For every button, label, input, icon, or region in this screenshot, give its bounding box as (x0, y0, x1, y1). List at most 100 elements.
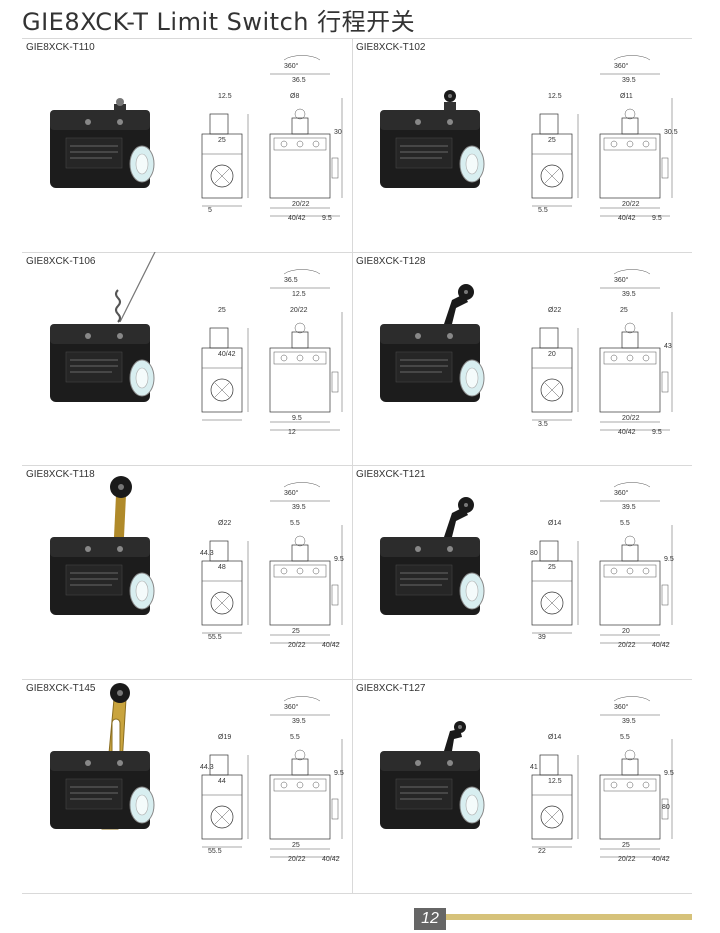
dimension-label: 12.5 (548, 93, 562, 100)
dimension-label: 25 (622, 842, 630, 849)
dimension-label: 40/42 (652, 856, 670, 863)
switch-photo (50, 252, 156, 402)
model-label: GIE8XCK-T102 (356, 42, 426, 53)
model-label: GIE8XCK-T110 (26, 42, 95, 53)
dimension-label: 39.5 (292, 504, 306, 511)
dimension-label: 20/22 (292, 201, 310, 208)
dimension-label: 360° (284, 489, 299, 497)
side-view-drawing (201, 540, 249, 634)
dimension-label: 55.5 (208, 848, 222, 855)
model-label: GIE8XCK-T106 (26, 256, 96, 267)
dimension-label: 39.5 (292, 718, 306, 725)
dimension-label: 40/42 (288, 215, 306, 222)
grid-line (22, 679, 692, 680)
dimension-label: 360° (614, 62, 629, 70)
dimension-label: 25 (548, 137, 556, 144)
dimension-label: 25 (620, 307, 628, 314)
dimension-label: 36.5 (284, 277, 298, 284)
grid-line (22, 465, 692, 466)
grid-line (22, 893, 692, 894)
dimension-label: 12.5 (548, 778, 562, 785)
dimension-label: 20 (548, 351, 556, 358)
dimension-label: 39.5 (622, 291, 636, 298)
dimension-label: Ø8 (290, 93, 299, 100)
dimension-label: 360° (614, 276, 629, 284)
front-view-drawing (269, 696, 343, 858)
model-label: GIE8XCK-T127 (356, 683, 426, 694)
dimension-label: 30.5 (664, 129, 678, 136)
grid-line (22, 252, 692, 253)
dimension-label: 5.5 (290, 520, 300, 527)
dimension-label: 5.5 (620, 734, 630, 741)
dimension-label: 360° (284, 703, 299, 711)
switch-photo (380, 497, 485, 615)
dimension-label: 5.5 (538, 207, 548, 214)
page-title: GIE8XCK-T Limit Switch 行程开关 (22, 8, 416, 36)
dimension-label: 20/22 (618, 856, 636, 863)
dimension-label: 360° (284, 62, 299, 70)
front-view-drawing (599, 482, 673, 644)
front-view-drawing (269, 269, 343, 431)
dimension-label: 9.5 (652, 429, 662, 436)
switch-photo (50, 476, 155, 615)
dimension-label: Ø22 (218, 520, 231, 527)
dimension-label: 80 (530, 550, 538, 557)
dimension-label: 360° (614, 703, 629, 711)
dimension-label: 9.5 (334, 770, 344, 777)
switch-photo (50, 98, 155, 188)
dimension-label: 25 (292, 628, 300, 635)
side-view-drawing (201, 327, 249, 421)
dimension-label: 55.5 (208, 634, 222, 641)
side-view-drawing (201, 754, 249, 848)
dimension-label: 20/22 (288, 642, 306, 649)
dimension-label: 5 (208, 207, 212, 214)
dimension-label: 36.5 (292, 77, 306, 84)
dimension-label: 43 (664, 343, 672, 350)
dimension-label: 44 (218, 778, 226, 785)
dimension-label: 80 (662, 804, 670, 811)
side-view-drawing (531, 540, 579, 634)
dimension-label: 9.5 (664, 556, 674, 563)
front-view-drawing (599, 696, 673, 858)
front-view-drawing (599, 55, 673, 217)
dimension-label: 40/42 (652, 642, 670, 649)
dimension-label: 41 (530, 764, 538, 771)
dimension-label: 40/42 (322, 856, 340, 863)
footer-bar (446, 914, 692, 920)
switch-photo (50, 683, 155, 830)
model-label: GIE8XCK-T128 (356, 256, 426, 267)
dimension-label: 40/42 (618, 429, 636, 436)
dimension-label: 25 (218, 307, 226, 314)
dimension-label: 9.5 (664, 770, 674, 777)
dimension-label: Ø11 (620, 93, 633, 100)
switch-photo (380, 721, 485, 829)
dimension-label: Ø19 (218, 734, 231, 741)
dimension-label: 20/22 (618, 642, 636, 649)
dimension-label: 39 (538, 634, 546, 641)
switch-photo (380, 90, 485, 188)
dimension-label: 20/22 (622, 415, 640, 422)
dimension-label: Ø22 (548, 307, 561, 314)
dimension-label: 48 (218, 564, 226, 571)
model-label: GIE8XCK-T118 (26, 469, 95, 480)
dimension-label: 39.5 (622, 504, 636, 511)
dimension-label: 40/42 (618, 215, 636, 222)
dimension-label: 12 (288, 429, 296, 436)
side-view-drawing (531, 113, 579, 207)
dimension-label: 12.5 (292, 291, 306, 298)
dimension-label: 5.5 (620, 520, 630, 527)
side-view-drawing (531, 754, 579, 848)
dimension-label: 9.5 (292, 415, 302, 422)
switch-photo (380, 284, 485, 402)
grid-line (22, 38, 692, 39)
